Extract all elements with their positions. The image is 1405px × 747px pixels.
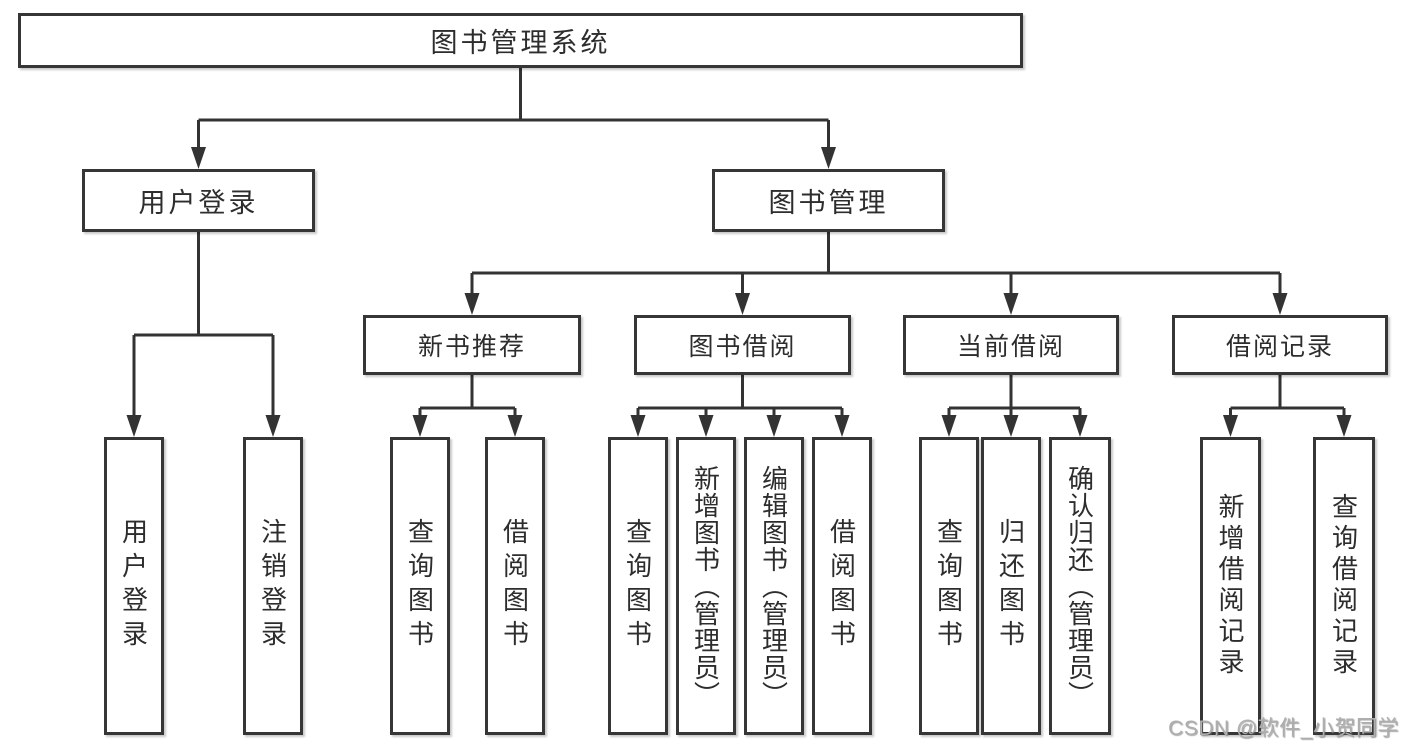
arrowhead	[507, 415, 523, 437]
connector-current-borrowing-to-leaves	[941, 375, 1088, 437]
arrowhead	[1003, 415, 1019, 437]
connector-root-to-level1	[191, 68, 836, 169]
arrowhead	[834, 415, 850, 437]
arrowhead	[1003, 293, 1019, 315]
node-book-borrowing: 图书借阅	[634, 315, 851, 375]
arrowhead	[821, 147, 836, 169]
arrowhead	[735, 293, 750, 315]
leaf-borrow-book: 借阅图书	[812, 437, 872, 735]
csdn-watermark: CSDN @软件_小贺同学	[1168, 717, 1399, 740]
leaf-query-borrow-record: 查询借阅记录	[1313, 437, 1375, 735]
connector-book-borrowing-to-leaves	[630, 375, 850, 437]
node-borrowing-records: 借阅记录	[1172, 315, 1388, 375]
leaf-return-book: 归还图书	[981, 437, 1041, 735]
leaf-user-login: 用户登录	[104, 437, 164, 735]
arrowhead	[1223, 415, 1238, 437]
leaf-query-books-recommend: 查询图书	[390, 437, 450, 735]
leaf-borrow-book-recommend: 借阅图书	[485, 437, 545, 735]
arrowhead	[464, 293, 480, 315]
leaf-query-books-current: 查询图书	[919, 437, 979, 735]
arrowhead	[1272, 293, 1288, 315]
arrowhead	[941, 415, 957, 437]
arrowhead	[630, 415, 646, 437]
arrowhead	[1336, 415, 1352, 437]
arrowhead	[412, 415, 428, 437]
connector-new-book-to-leaves	[412, 375, 523, 437]
leaf-confirm-return-admin: 确认归还（管理员）	[1049, 437, 1111, 735]
node-book-management: 图书管理	[712, 169, 945, 232]
leaf-edit-book-admin: 编辑图书（管理员）	[744, 437, 804, 735]
leaf-logout: 注销登录	[243, 437, 303, 735]
node-root-library-system: 图书管理系统	[18, 13, 1023, 68]
arrowhead	[698, 415, 714, 437]
connector-borrowing-records-to-leaves	[1223, 375, 1352, 437]
arrowhead	[1072, 415, 1088, 437]
node-user-login: 用户登录	[82, 169, 315, 232]
connector-book-management-to-level2	[464, 232, 1288, 315]
arrowhead	[766, 415, 782, 437]
leaf-add-borrow-record: 新增借阅记录	[1200, 437, 1261, 735]
node-current-borrowing: 当前借阅	[903, 315, 1119, 375]
leaf-add-book-admin: 新增图书（管理员）	[676, 437, 736, 735]
node-new-book-recommendation: 新书推荐	[363, 315, 581, 375]
arrowhead	[126, 415, 142, 437]
connector-user-login-to-leaves	[126, 232, 281, 437]
arrowhead	[265, 415, 281, 437]
arrowhead	[191, 147, 206, 169]
leaf-query-books-borrowing: 查询图书	[608, 437, 668, 735]
